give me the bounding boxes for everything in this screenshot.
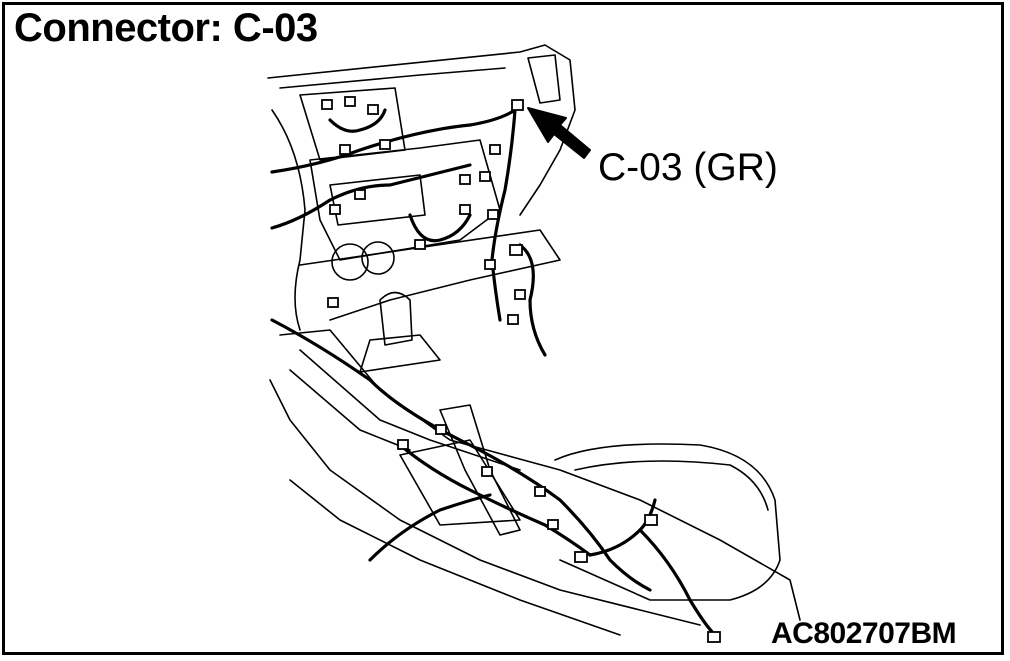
connector-plug-icon-group (321, 96, 721, 643)
connector-callout-label: C-03 (GR) (598, 146, 778, 189)
page-title: Connector: C-03 (14, 6, 318, 50)
connector-plug-icon (511, 99, 524, 111)
connector-plug-icon (514, 289, 526, 300)
connector-plug-icon (327, 297, 339, 308)
parking-brake-lever (439, 404, 521, 536)
shift-boot (359, 334, 441, 373)
dashboard-outline (267, 44, 576, 216)
harness-wires (270, 108, 717, 637)
center-stack-lower (309, 139, 501, 261)
connector-plug-icon (484, 259, 496, 270)
lower-dash-panel (299, 229, 561, 321)
arrow-pointer-icon (527, 107, 591, 159)
connector-plug-icon (329, 204, 341, 215)
connector-plug-icon (397, 439, 409, 450)
dashboard-left-curve (271, 109, 306, 331)
console-side-line (289, 369, 411, 451)
connector-plug-icon (459, 204, 471, 215)
gear-knob (379, 291, 413, 346)
connector-plug-icon (459, 174, 471, 185)
connector-plug-icon (435, 424, 447, 435)
console-right-edge (279, 329, 801, 621)
armrest-outline (554, 443, 781, 601)
console-top-line (299, 349, 521, 471)
armrest-top (574, 460, 769, 511)
connector-plug-icon (344, 96, 356, 107)
connector-plug-icon (379, 139, 391, 150)
connector-plug-icon (354, 189, 366, 200)
control-knob-right (361, 241, 395, 275)
connector-plug-icon (339, 144, 351, 155)
connector-plug-icon (509, 244, 523, 256)
connector-plug-icon (507, 314, 519, 325)
connector-plug-icon (547, 519, 559, 530)
figure-id: AC802707BM (771, 617, 957, 650)
connector-plug-icon (574, 551, 588, 563)
connector-plug-icon (534, 486, 546, 497)
connector-plug-icon (487, 209, 499, 220)
connector-plug-icon (489, 144, 501, 155)
connector-plug-icon (367, 104, 379, 115)
cup-holder-tray (399, 439, 521, 526)
dashboard-top-edge (279, 67, 506, 89)
connector-plug-icon (321, 99, 333, 110)
connector-plug-icon (707, 631, 721, 643)
console-left-edge (269, 379, 701, 626)
floor-line (289, 479, 621, 636)
connector-plug-icon (481, 466, 493, 477)
vent-left (527, 54, 561, 104)
connector-plug-icon (644, 514, 658, 526)
control-knob-left (331, 243, 369, 281)
connector-plug-icon (414, 239, 426, 250)
connector-plug-icon (479, 171, 491, 182)
